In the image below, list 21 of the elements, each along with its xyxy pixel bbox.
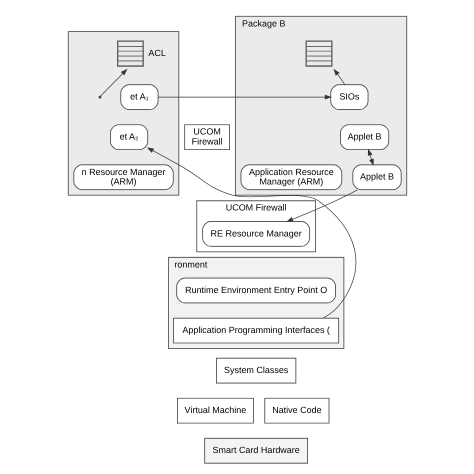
node-box: et A₁ <box>120 84 158 110</box>
node-box: UCOM Firewall <box>184 124 230 150</box>
node-box: SIOs <box>330 84 368 110</box>
arrow <box>286 190 358 222</box>
node-box: Smart Card Hardware <box>204 438 308 464</box>
node-box: Application Programming Interfaces ( <box>172 318 339 344</box>
node-box: et A₂ <box>110 124 148 150</box>
arrow <box>333 68 344 85</box>
arrow <box>100 68 127 96</box>
node-box: Applet B <box>352 164 402 190</box>
node-box: RE Resource Manager <box>202 221 310 247</box>
node-box: Application Resource Manager (ARM) <box>240 164 342 190</box>
node-label: ACL <box>148 48 166 58</box>
arrow <box>157 94 332 100</box>
arrow <box>146 147 356 318</box>
node-box: System Classes <box>216 358 296 384</box>
node-box: Virtual Machine <box>176 398 254 424</box>
node-box: Applet B <box>340 124 389 150</box>
node-box: n Resource Manager (ARM) <box>72 164 174 190</box>
node-box: Native Code <box>264 398 329 424</box>
node-box: Runtime Environment Entry Point O <box>176 278 336 304</box>
